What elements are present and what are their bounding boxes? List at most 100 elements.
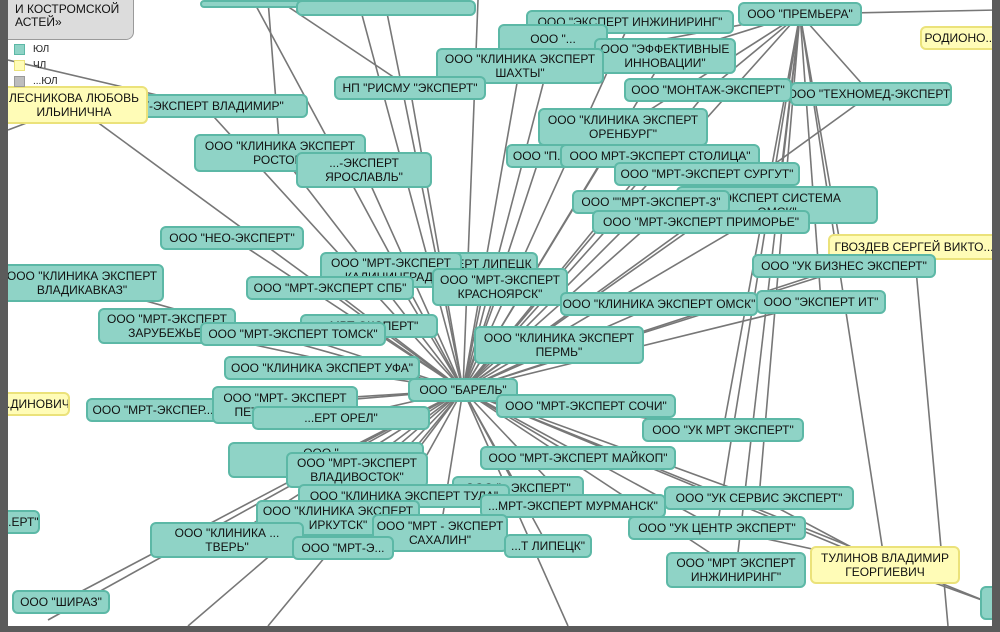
node-label: ...ЕРТ" — [8, 515, 39, 529]
edge-premiera-technomed — [799, 13, 872, 95]
node-montazh[interactable]: ООО "МОНТАЖ-ЭКСПЕРТ" — [624, 78, 792, 102]
node-label: НП "РИСМУ "ЭКСПЕРТ" — [342, 81, 478, 95]
legend-swatch-other — [14, 76, 25, 87]
node-label: САХАЛИН" — [408, 533, 472, 547]
node-label: ИНЖИНИРИНГ" — [690, 570, 782, 584]
node-label: ООО "МРТ-ЭКСПЕРТ ПРИМОРЬЕ" — [602, 215, 799, 229]
node-label: ...ЕРТ ОРЕЛ" — [304, 411, 378, 425]
node-right-cut[interactable] — [980, 586, 992, 620]
node-label: ООО "ЭКСПЕРТ ИТ" — [763, 295, 879, 309]
legend: И КОСТРОМСКОЙ АСТЕЙ» ЮЛ ЧЛ ...ЮЛ — [8, 0, 134, 90]
legend-item-other: ...ЮЛ — [14, 76, 58, 87]
node-label: ТУЛИНОВ ВЛАДИМИР — [821, 551, 949, 565]
node-label: ИРКУТСК" — [308, 518, 368, 532]
node-label: ...-ЭКСПЕРТ — [329, 156, 399, 170]
node-label: ГЕОРГИЕВИЧ — [845, 565, 925, 579]
node-label: ООО "УК СЕРВИС ЭКСПЕРТ" — [675, 491, 843, 505]
node-label: ООО "ШИРАЗ" — [20, 595, 102, 609]
edge-barel-risma — [409, 87, 464, 391]
node-murmansk[interactable]: ...МРТ-ЭКСПЕРТ МУРМАНСК" — [480, 494, 666, 518]
node-mrt-left[interactable]: ООО "МРТ-ЭКСПЕР... — [86, 398, 220, 422]
node-sochi[interactable]: ООО "МРТ-ЭКСПЕРТ СОЧИ" — [496, 394, 676, 418]
node-neo[interactable]: ООО "НЕО-ЭКСПЕРТ" — [160, 226, 304, 250]
node-technomed[interactable]: ООО "ТЕХНОМЕД-ЭКСПЕРТ" — [790, 82, 952, 106]
node-label: ООО "МРТ-ЭКСПЕРТ — [440, 273, 560, 287]
node-label: ТВЕРЬ" — [205, 540, 249, 554]
node-label: ...ЭКСПЕРТ СИСТЕМА — [713, 191, 841, 205]
node-label: ...ЕРТ ЛИПЕЦК — [446, 257, 532, 271]
node-label: ООО "ПРЕМЬЕРА" — [747, 7, 853, 21]
node-premiera[interactable]: ООО "ПРЕМЬЕРА" — [738, 2, 862, 26]
edge-rostov-out — [267, 0, 281, 154]
node-label: ООО "УК БИЗНЕС ЭКСПЕРТ" — [761, 259, 927, 273]
edge-barel-shakhty — [462, 65, 521, 391]
node-maykop[interactable]: ООО "МРТ-ЭКСПЕРТ МАЙКОП" — [480, 446, 676, 470]
node-primorye[interactable]: ООО "МРТ-ЭКСПЕРТ ПРИМОРЬЕ" — [592, 210, 810, 234]
graph-canvas[interactable]: ООО "БАРЕЛЬ"ООО "ПРЕМЬЕРА"ООО "ЭКСПЕРТ И… — [8, 0, 992, 626]
node-label: ООО "КЛИНИКА ЭКСПЕРТ ТУЛА" — [309, 489, 499, 503]
node-spb[interactable]: ООО "МРТ-ЭКСПЕРТ СПБ" — [246, 276, 414, 300]
legend-title: И КОСТРОМСКОЙ АСТЕЙ» — [8, 0, 134, 40]
node-label: ООО "КЛИНИКА ЭКСПЕРТ ОМСК" — [562, 297, 756, 311]
node-label: ООО "МРТ - ЭКСПЕРТ — [376, 519, 504, 533]
node-label: РОДИОНО... — [924, 31, 992, 45]
node-label: ...ДИНОВИЧ — [8, 397, 70, 411]
node-label: ООО "ЭФФЕКТИВНЫЕ — [600, 42, 730, 56]
node-label: ЯРОСЛАВЛЬ" — [325, 170, 403, 184]
node-uk-biznes[interactable]: ООО "УК БИЗНЕС ЭКСПЕРТ" — [752, 254, 936, 278]
node-label: КРАСНОЯРСК" — [457, 287, 543, 301]
edge-barel-out-t2 — [357, 0, 464, 391]
node-label: ООО "МРТ-ЭКСПЕР... — [92, 403, 214, 417]
node-dinovich[interactable]: ...ДИНОВИЧ — [8, 392, 70, 416]
node-shiraz[interactable]: ООО "ШИРАЗ" — [12, 590, 110, 614]
node-label: ВЛАДИКАВКАЗ" — [36, 283, 128, 297]
node-label: ООО "МРТ-Э... — [301, 541, 385, 555]
node-label: ООО ""МРТ-ЭКСПЕРТ-3" — [581, 195, 721, 209]
legend-swatch-cl — [14, 60, 25, 71]
node-label: ООО "УК ЦЕНТР ЭКСПЕРТ" — [638, 521, 796, 535]
node-label: ООО "МРТ-ЭКСПЕРТ СПБ" — [253, 281, 407, 295]
node-label: ООО "УК МРТ ЭКСПЕРТ" — [652, 423, 794, 437]
node-label: ИННОВАЦИИ" — [624, 56, 706, 70]
node-risma[interactable]: НП "РИСМУ "ЭКСПЕРТ" — [334, 76, 486, 100]
node-rodionov[interactable]: РОДИОНО... — [920, 26, 992, 50]
node-uk-centr[interactable]: ООО "УК ЦЕНТР ЭКСПЕРТ" — [628, 516, 806, 540]
node-label: ООО МРТ-ЭКСПЕРТ СТОЛИЦА" — [569, 149, 751, 163]
node-surgut[interactable]: ООО "МРТ-ЭКСПЕРТ СУРГУТ" — [614, 162, 800, 186]
legend-label-ul: ЮЛ — [33, 44, 50, 55]
edge-barel-mrt-engineering — [462, 389, 737, 571]
node-ufa[interactable]: ООО "КЛИНИКА ЭКСПЕРТ УФА" — [224, 356, 420, 380]
node-label: ООО "МРТ ЭКСПЕРТ — [676, 556, 796, 570]
node-tomsk[interactable]: ООО "МРТ-ЭКСПЕРТ ТОМСК" — [200, 322, 386, 346]
node-label: ...РТ-ЭКСПЕРТ ВЛАДИМИР" — [124, 99, 284, 113]
node-label: ООО "КЛИНИКА ... — [174, 526, 280, 540]
node-mrt-bottom[interactable]: ООО "МРТ-Э... — [292, 536, 394, 560]
edge-premiera-uk-biznes — [799, 13, 845, 267]
node-label: ШАХТЫ" — [495, 66, 545, 80]
node-expert-it[interactable]: ООО "ЭКСПЕРТ ИТ" — [756, 290, 886, 314]
node-orel[interactable]: ...ЕРТ ОРЕЛ" — [252, 406, 430, 430]
node-label: ООО "КЛИНИКА ЭКСПЕРТ — [204, 139, 356, 153]
node-uk-servis[interactable]: ООО "УК СЕРВИС ЭКСПЕРТ" — [664, 486, 854, 510]
node-lipetsk-bottom[interactable]: ...Т ЛИПЕЦК" — [504, 534, 592, 558]
node-top-cut2[interactable] — [296, 0, 476, 16]
legend-swatch-ul — [14, 44, 25, 55]
node-tver[interactable]: ООО "КЛИНИКА ...ТВЕРЬ" — [150, 522, 304, 558]
node-label: ВЛАДИВОСТОК" — [310, 470, 404, 484]
node-label: ООО "КЛИНИКА ЭКСПЕРТ — [547, 113, 699, 127]
node-uk-mrt[interactable]: ООО "УК МРТ ЭКСПЕРТ" — [642, 418, 804, 442]
node-ert-left[interactable]: ...ЕРТ" — [8, 510, 40, 534]
node-top-cut1[interactable] — [200, 0, 310, 8]
node-omsk[interactable]: ООО "КЛИНИКА ЭКСПЕРТ ОМСК" — [560, 292, 758, 316]
